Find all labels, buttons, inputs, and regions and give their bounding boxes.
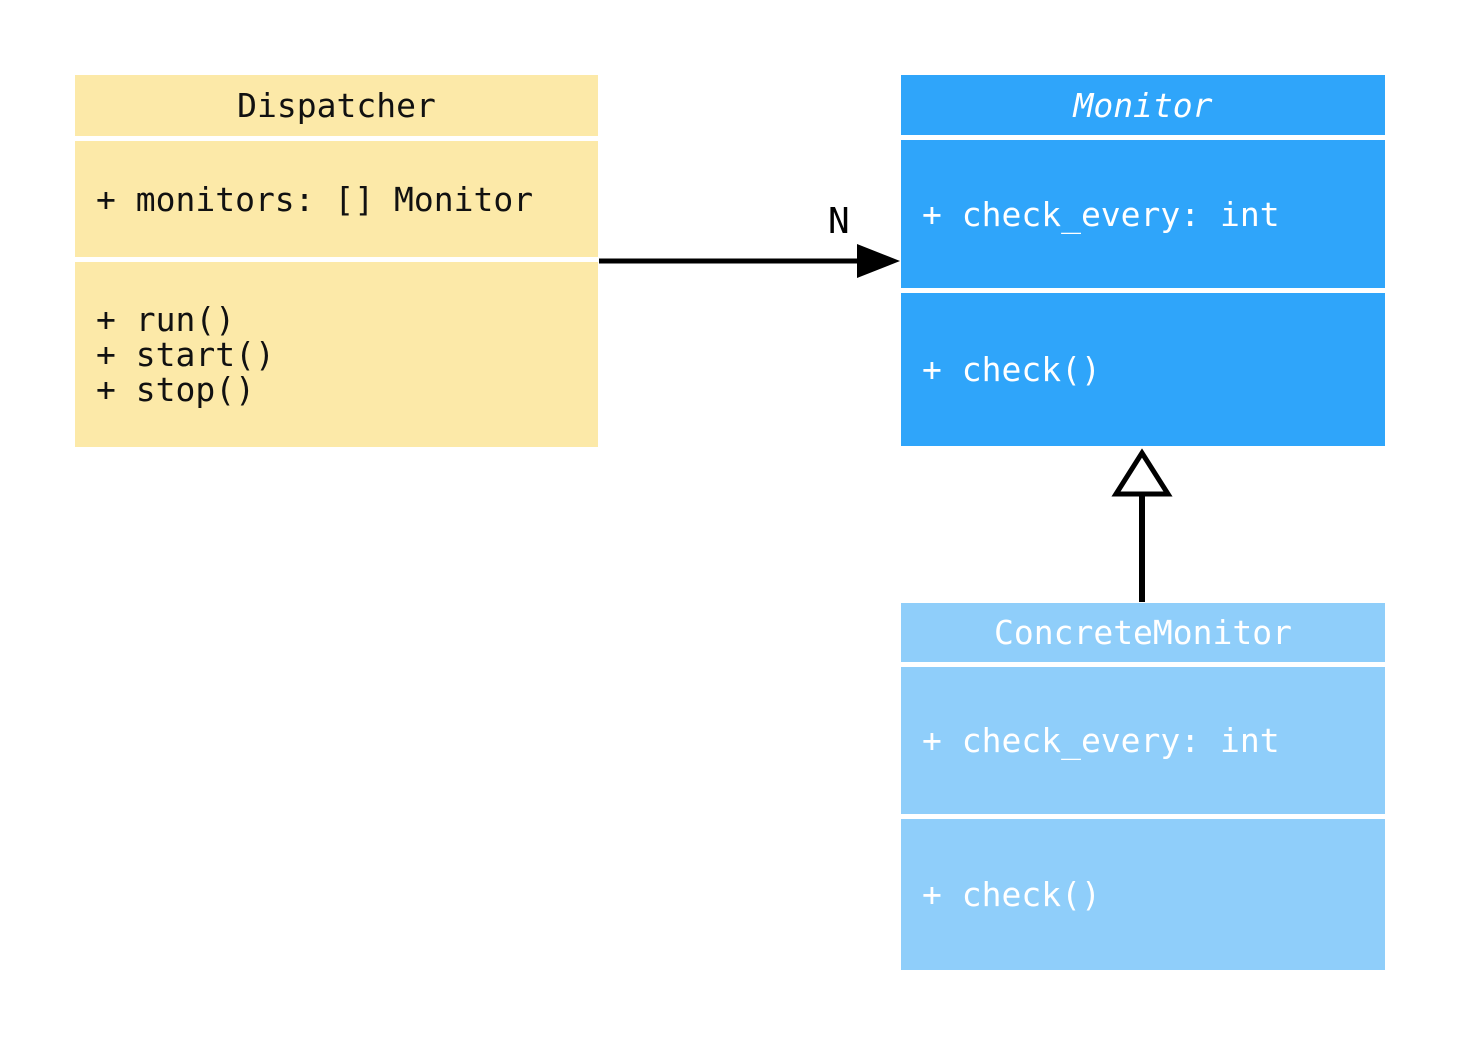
class-dispatcher-attributes: + monitors: [] Monitor [75,141,598,257]
association-arrow [599,244,900,278]
attribute-item: + monitors: [] Monitor [96,179,534,219]
method-item: + run() [96,300,236,339]
attribute-item: + check_every: int [922,721,1280,760]
class-monitor: Monitor + check_every: int + check() [901,75,1385,446]
class-monitor-title: Monitor [901,75,1385,135]
class-dispatcher-methods: + run() + start() + stop() [75,262,598,447]
class-monitor-attributes: + check_every: int [901,140,1385,288]
method-item: + check() [922,875,1101,914]
method-item: + check() [922,350,1101,389]
association-multiplicity-label: N [828,201,850,242]
class-dispatcher-title: Dispatcher [75,75,598,136]
class-monitor-methods: + check() [901,293,1385,446]
class-concretemonitor-methods: + check() [901,819,1385,970]
method-item: + stop() [96,370,255,409]
inheritance-arrow [1111,448,1173,602]
class-concretemonitor-attributes: + check_every: int [901,667,1385,814]
method-item: + start() [96,335,275,374]
attribute-item: + check_every: int [922,194,1280,234]
class-concretemonitor-title: ConcreteMonitor [901,603,1385,662]
class-dispatcher: Dispatcher + monitors: [] Monitor + run(… [75,75,598,447]
class-concretemonitor: ConcreteMonitor + check_every: int + che… [901,603,1385,970]
